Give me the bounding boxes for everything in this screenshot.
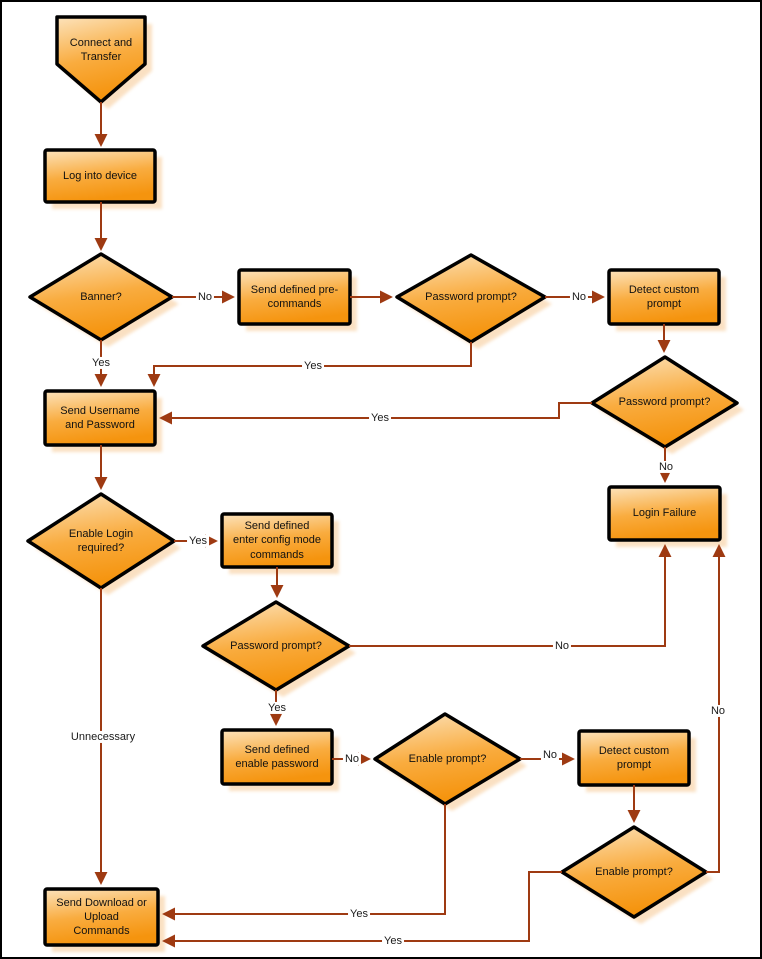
edge-pwprompt1-yes-sendcreds (147, 342, 472, 387)
node-shape-configcmds (220, 512, 334, 569)
edge-enprompt1-yes-sendtransfer (162, 804, 446, 921)
node-shape-start (55, 15, 147, 104)
node-shape-detect2 (577, 729, 691, 787)
node-shape-enprompt2 (560, 825, 708, 919)
node-shape-enablereq (26, 492, 176, 590)
edge-enprompt2-no-loginfailure (706, 544, 726, 873)
node-shape-sendtransfer (43, 887, 160, 947)
node-shape-detect1 (607, 268, 721, 326)
node-shape-pwprompt3 (201, 600, 351, 692)
node-shape-banner (28, 252, 174, 342)
node-shape-loginfailure (607, 485, 722, 542)
edge-pwprompt3-no-loginfailure (349, 544, 672, 647)
node-shape-enablepw (220, 728, 334, 786)
node-shape-pwprompt1 (395, 253, 547, 344)
node-shape-login (43, 148, 157, 204)
node-shape-pwprompt2 (590, 355, 739, 449)
node-shape-enprompt1 (373, 712, 522, 806)
edge-pwprompt2-yes-sendcreds (159, 402, 592, 425)
node-shape-sendcreds (43, 389, 157, 447)
node-shape-precommands (237, 268, 352, 326)
edge-enprompt2-yes-sendtransfer (162, 871, 562, 948)
